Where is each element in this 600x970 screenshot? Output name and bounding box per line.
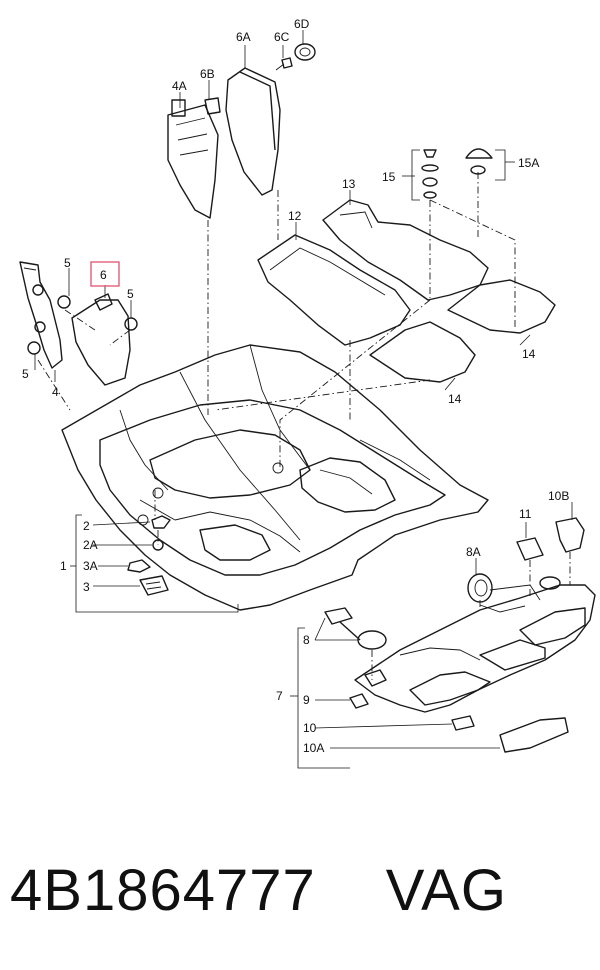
clip-6B: [204, 97, 221, 115]
clip-10: [451, 715, 475, 731]
callout-8A: 8A: [466, 545, 481, 559]
callout-4A: 4A: [172, 79, 187, 93]
footrest-6A: [225, 67, 281, 196]
callout-6D: 6D: [294, 17, 310, 31]
mat-12: [257, 234, 411, 346]
nut-5-lower: [27, 341, 41, 355]
clip-11: [516, 537, 544, 561]
fastener-15A: [465, 148, 493, 175]
bracket-4A: [167, 99, 219, 219]
callout-4: 4: [52, 385, 59, 399]
bracket-4: [19, 261, 63, 369]
cap-10B: [555, 517, 585, 553]
cap-6D: [294, 43, 316, 61]
grille-10A: [499, 717, 569, 753]
callout-1: 1: [60, 559, 67, 573]
callout-10A: 10A: [303, 741, 324, 755]
callout-7: 7: [276, 689, 283, 703]
callout-14-right: 14: [522, 347, 536, 361]
clip-9: [349, 693, 369, 709]
clip-3A: [127, 559, 151, 573]
brand-name: VAG: [385, 857, 507, 923]
callout-2A: 2A: [83, 538, 98, 552]
callout-3: 3: [83, 580, 90, 594]
callout-3A: 3A: [83, 559, 98, 573]
nut-5-right: [124, 317, 138, 331]
callout-10: 10: [303, 721, 317, 735]
callout-5-lower: 5: [22, 367, 29, 381]
callout-9: 9: [303, 693, 310, 707]
mat-13: [322, 199, 489, 301]
highlight-box-6: 6: [90, 261, 120, 287]
callout-13: 13: [342, 177, 356, 191]
callout-14-left: 14: [448, 392, 462, 406]
callout-15A: 15A: [518, 156, 539, 170]
callout-6A: 6A: [236, 30, 251, 44]
callout-5-right: 5: [127, 287, 134, 301]
callout-6: 6: [100, 268, 107, 282]
bolt-6C: [275, 57, 293, 71]
callout-2: 2: [83, 519, 90, 533]
callout-11: 11: [519, 507, 532, 521]
footer: 4B1864777 VAG: [10, 850, 590, 930]
mat-14-right: [447, 279, 556, 334]
callout-6B: 6B: [200, 67, 215, 81]
parcel-shelf: [354, 576, 596, 713]
part-number: 4B1864777: [10, 857, 316, 923]
callout-8: 8: [303, 633, 310, 647]
callout-6C: 6C: [274, 30, 290, 44]
nut-5-upper: [57, 295, 71, 309]
ring-8A: [467, 573, 493, 603]
callout-15: 15: [382, 170, 396, 184]
floor-carpet: [61, 344, 489, 611]
callout-10B: 10B: [548, 489, 569, 503]
alignment-lines: [37, 172, 571, 680]
fastener-15: [421, 149, 439, 199]
footrest-6: [71, 293, 131, 386]
callout-5-upper: 5: [64, 256, 71, 270]
clip-3: [139, 575, 169, 596]
clip-2: [151, 515, 171, 529]
callout-12: 12: [288, 209, 302, 223]
leader-lines: [34, 30, 573, 769]
cover-8: [324, 607, 387, 650]
mat-14-left: [369, 321, 476, 383]
